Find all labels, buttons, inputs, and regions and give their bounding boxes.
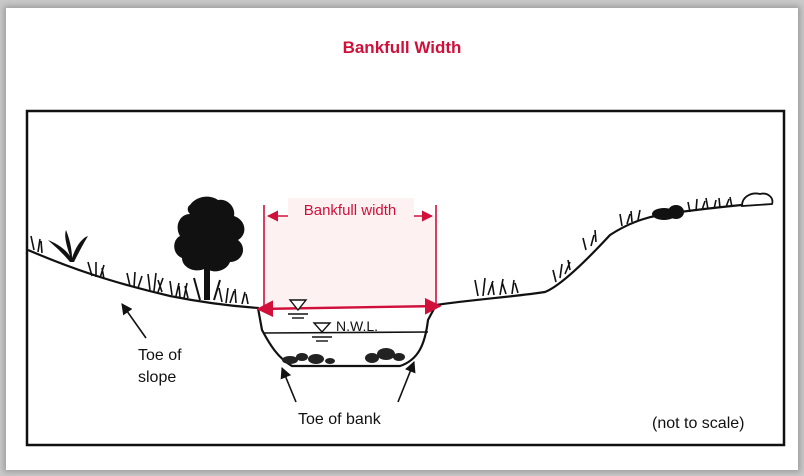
bed-stones bbox=[282, 348, 405, 364]
toe-of-bank-arrow-left bbox=[280, 366, 297, 403]
left-vegetation bbox=[30, 235, 249, 305]
diagram-border bbox=[25, 109, 786, 447]
scale-note: (not to scale) bbox=[652, 415, 744, 432]
bankfull-water-line bbox=[256, 297, 442, 318]
toe-of-bank-arrow-right bbox=[397, 360, 416, 403]
fern-plant bbox=[48, 230, 88, 262]
normal-water-line bbox=[263, 331, 429, 334]
nwl-label: N.W.L. bbox=[336, 318, 378, 334]
toe-of-slope-label-line1: Toe of bbox=[138, 347, 182, 364]
bankfull-water-symbol bbox=[288, 299, 308, 319]
bankfull-width-label: Bankfull width bbox=[304, 202, 397, 219]
right-vegetation bbox=[474, 196, 733, 297]
bankfull-label-bg bbox=[288, 198, 414, 220]
tree bbox=[174, 196, 245, 301]
nwl-water-symbol bbox=[312, 322, 332, 342]
toe-of-bank-label: Toe of bank bbox=[298, 411, 382, 428]
ground-profile bbox=[27, 200, 773, 368]
toe-of-slope-label-line2: slope bbox=[138, 369, 176, 386]
bankfull-shade bbox=[264, 216, 436, 308]
shrubs-right bbox=[652, 192, 774, 220]
diagram-title: Bankfull Width bbox=[342, 38, 462, 57]
toe-of-slope-arrow bbox=[121, 303, 147, 339]
